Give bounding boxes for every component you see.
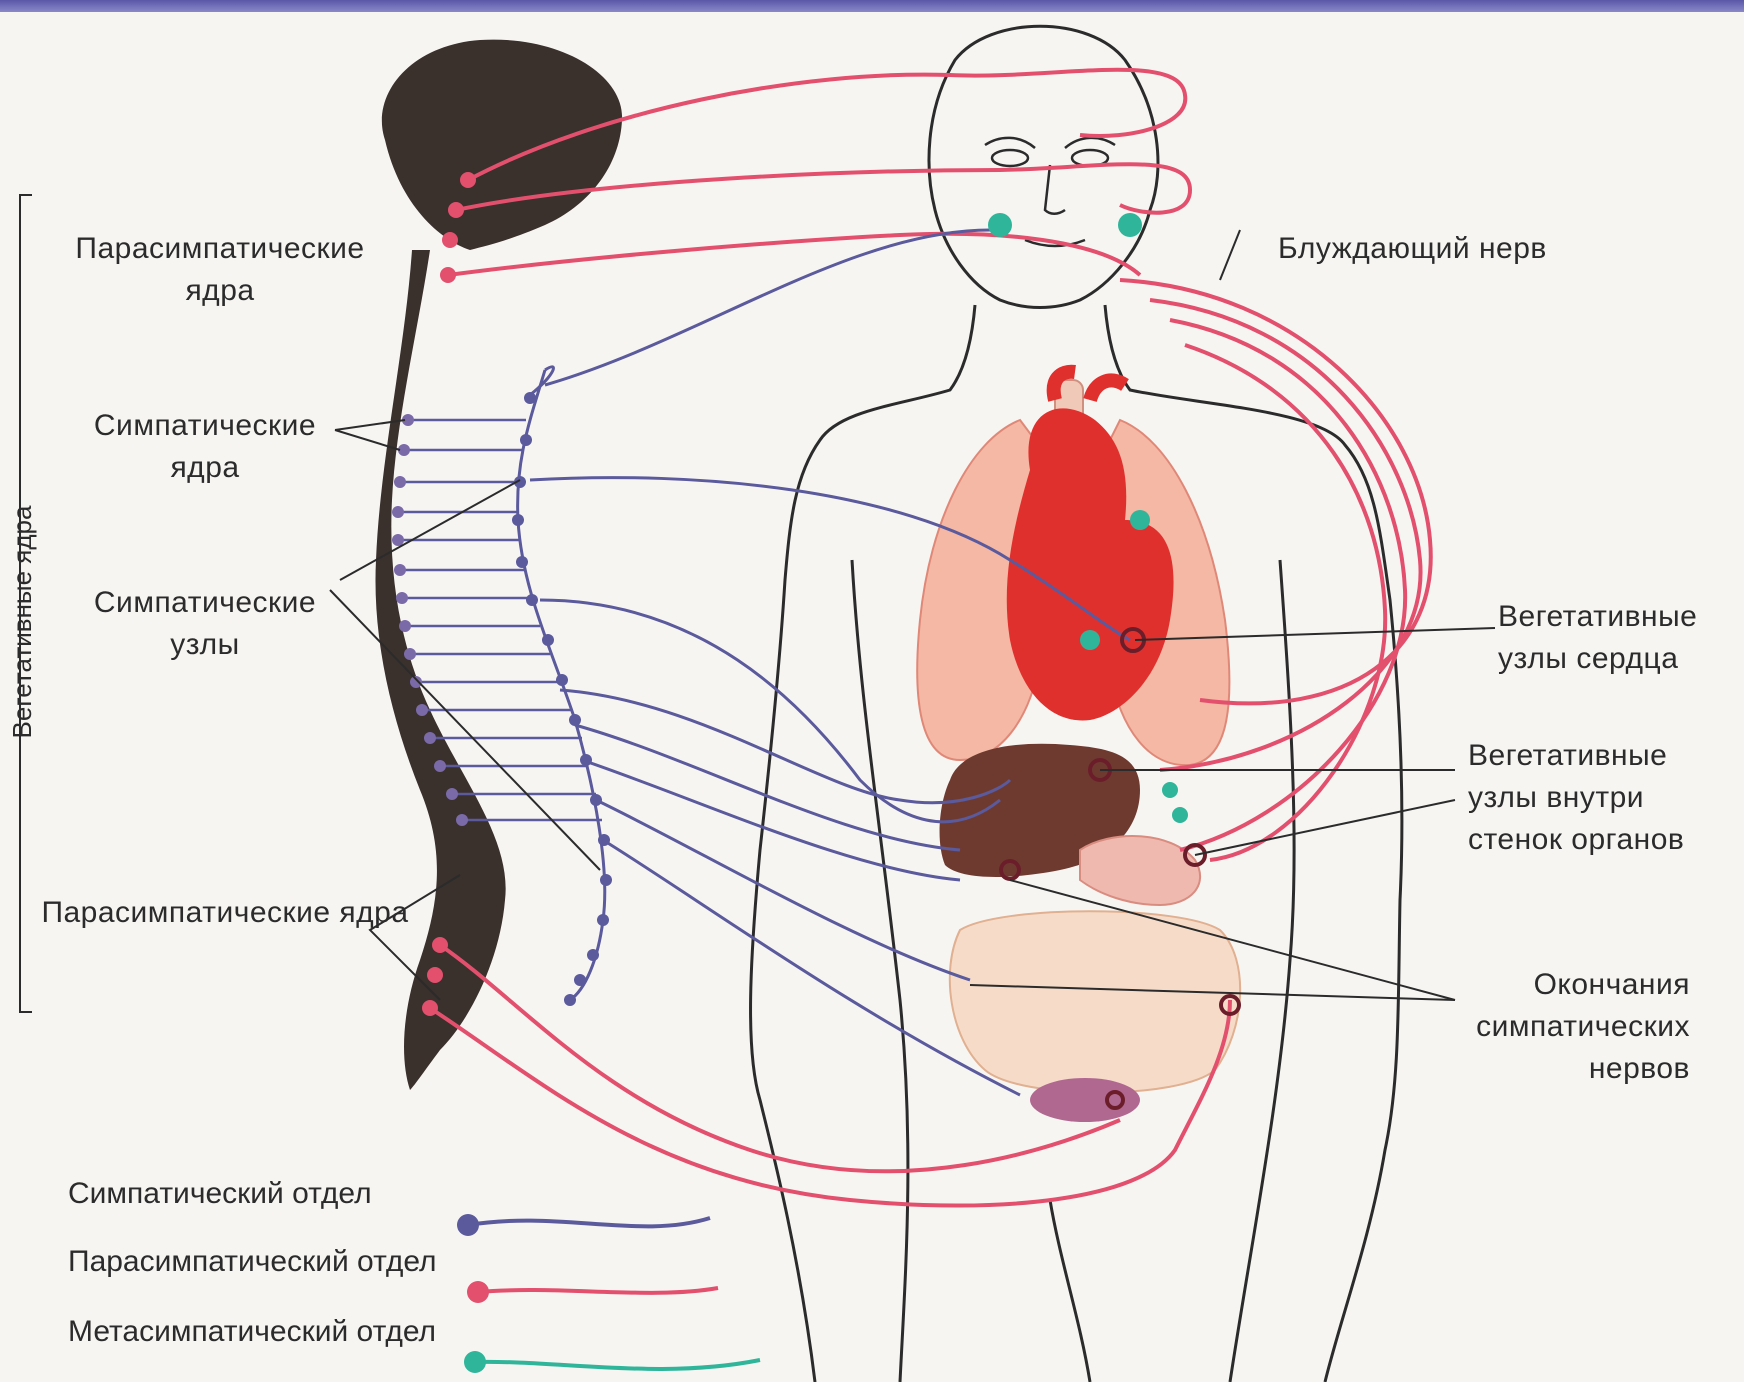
- label-heart-ganglia: Вегетативные узлы сердца: [1498, 596, 1718, 680]
- brain: [382, 40, 622, 250]
- label-organ-wall-ganglia: Вегетативные узлы внутри стенок органов: [1468, 735, 1698, 861]
- legend-sympathetic: Симпатический отдел: [68, 1174, 372, 1214]
- label-autonomic-nuclei: Вегетативные ядра: [5, 452, 39, 792]
- spinal-cord: [375, 250, 505, 1090]
- intestines: [950, 911, 1240, 1092]
- label-sympathetic-ganglia: Симпатические узлы: [60, 582, 350, 666]
- heart: [1007, 372, 1174, 721]
- legend-metasympathetic: Метасимпатический отдел: [68, 1312, 436, 1352]
- stomach: [1080, 836, 1200, 905]
- label-sympathetic-endings: Окончания симпатических нервов: [1410, 964, 1690, 1090]
- label-sympathetic-nuclei: Симпатические ядра: [60, 405, 350, 489]
- label-vagus-nerve: Блуждающий нерв: [1278, 228, 1618, 270]
- legend-swatches: [468, 1218, 760, 1369]
- label-parasympathetic-nuclei-top: Парасимпатические ядра: [40, 228, 400, 312]
- label-parasympathetic-nuclei-bottom: Парасимпатические ядра: [40, 892, 410, 934]
- legend-parasympathetic: Парасимпатический отдел: [68, 1242, 437, 1282]
- legend-dots: [457, 1214, 489, 1373]
- sympathetic-ganglion-dots: [512, 392, 612, 1006]
